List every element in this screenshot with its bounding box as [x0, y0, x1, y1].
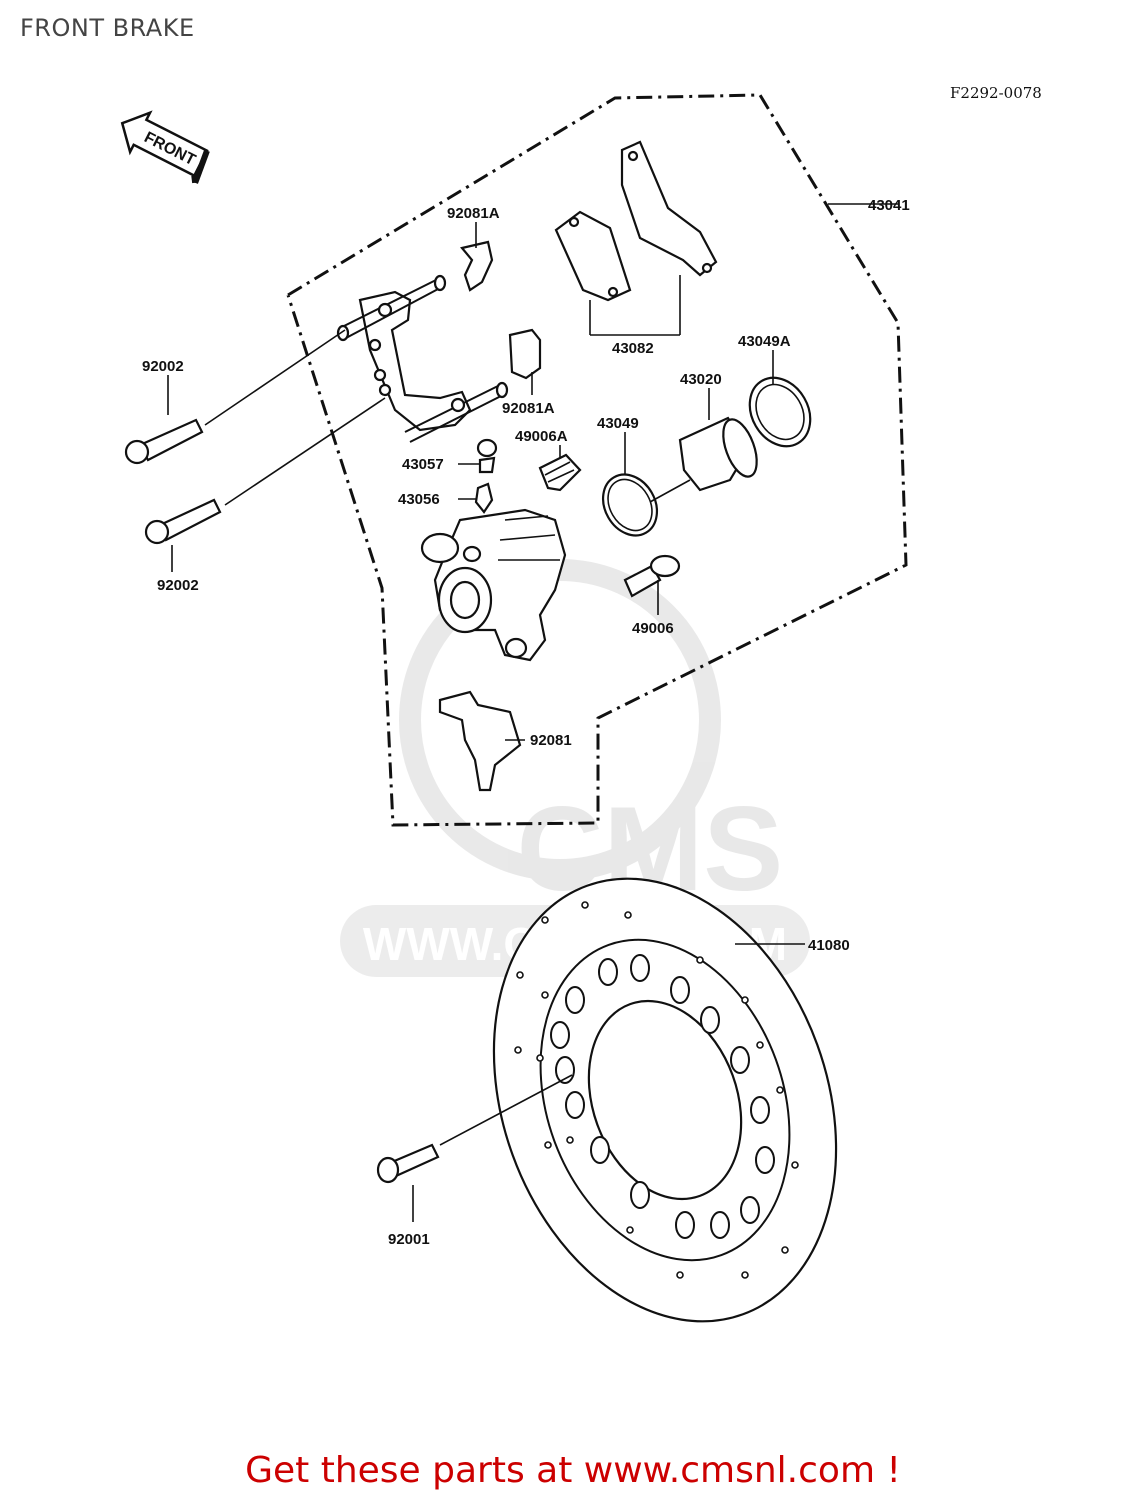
caliper-bracket: [336, 274, 509, 443]
label-43056: 43056: [398, 491, 440, 508]
caliper-bolt-top: [124, 418, 204, 465]
bleeder-valve: [474, 482, 494, 514]
figure-code: F2292-0078: [950, 84, 1042, 102]
caliper-spring-plate: [438, 690, 522, 792]
label-43057: 43057: [402, 456, 444, 473]
caliper-bolt-bottom: [144, 498, 222, 545]
label-43049A: 43049A: [738, 333, 791, 350]
pad-spring-top: [460, 240, 494, 292]
footer-link[interactable]: Get these parts at www.cmsnl.com !: [245, 1450, 901, 1491]
label-43049: 43049: [597, 415, 639, 432]
label-92001: 92001: [388, 1231, 430, 1248]
label-92081: 92081: [530, 732, 572, 749]
caliper-body: [420, 508, 567, 662]
label-41080: 41080: [808, 937, 850, 954]
label-43020: 43020: [680, 371, 722, 388]
disc-bolt: [376, 1143, 440, 1184]
bleeder-cap: [476, 438, 498, 474]
piston: [678, 416, 758, 492]
label-43082: 43082: [612, 340, 654, 357]
dust-boot: [538, 453, 582, 492]
label-92002-top: 92002: [142, 358, 184, 375]
label-43041: 43041: [868, 197, 910, 214]
leader-lines: [167, 203, 898, 1222]
pad-spring-mid: [508, 328, 542, 380]
label-49006: 49006: [632, 620, 674, 637]
label-92002-bottom: 92002: [157, 577, 199, 594]
brake-disc: [492, 877, 838, 1323]
page-title: FRONT BRAKE: [20, 14, 195, 42]
brake-pads: [554, 140, 718, 302]
label-92081A-top: 92081A: [447, 205, 500, 222]
caliper-assembly-outline: [286, 93, 908, 827]
label-92081A-mid: 92081A: [502, 400, 555, 417]
pin-bolt: [623, 554, 681, 598]
front-arrow-icon: FRONT: [120, 110, 210, 184]
label-49006A: 49006A: [515, 428, 568, 445]
piston-seal: [601, 473, 659, 537]
